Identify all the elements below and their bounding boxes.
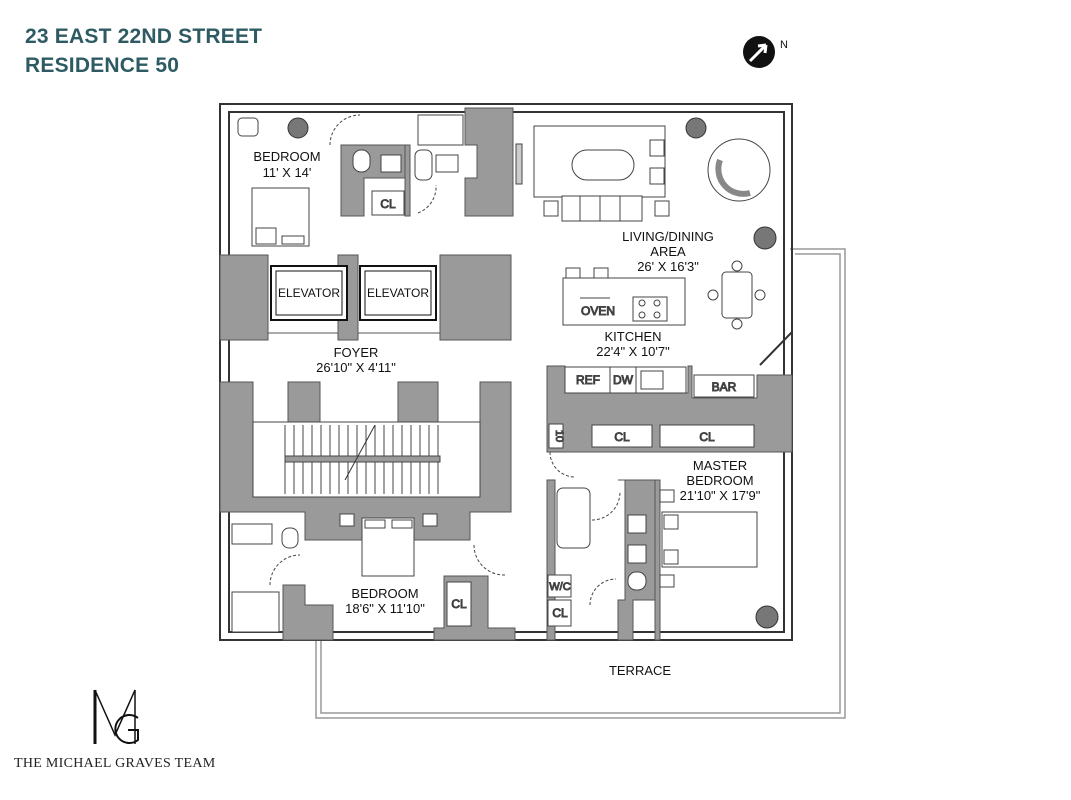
closet-bath-label: CL: [552, 606, 568, 620]
oven-label: OVEN: [581, 304, 615, 318]
living-name-1: LIVING/DINING: [622, 229, 714, 244]
bedroom-s-name: BEDROOM: [351, 586, 418, 601]
kitchen-name: KITCHEN: [604, 329, 661, 344]
brand-name: THE MICHAEL GRAVES TEAM: [14, 756, 216, 771]
bedroom-s-dims: 18'6" X 11'10": [345, 601, 425, 616]
closet-bedroom-s-label: CL: [451, 597, 467, 611]
bath-nw-fixtures: CL: [352, 114, 464, 216]
kitchen-island: OVEN: [562, 267, 686, 326]
living-name-2: AREA: [650, 244, 686, 259]
closet-master-1-label: CL: [614, 430, 630, 444]
terrace-name: TERRACE: [609, 663, 671, 678]
living-dims: 26' X 16'3": [637, 259, 699, 274]
master-bed: [659, 489, 758, 588]
kitchen-counter: REF DW BAR: [564, 366, 755, 398]
terrace-outline: [315, 248, 846, 719]
compass-north-icon: N: [743, 36, 788, 68]
master-closets: CL CL 10: [548, 423, 755, 449]
master-bath-fixtures: W/C CL: [547, 487, 647, 627]
elevator-2: ELEVATOR: [359, 265, 437, 321]
ref-label: REF: [576, 373, 600, 387]
kitchen-dims: 22'4" X 10'7": [596, 344, 670, 359]
bedroom-s-furniture: CL: [231, 451, 576, 633]
foyer-dims: 26'10" X 4'11": [316, 360, 396, 375]
residence-title: RESIDENCE 50: [25, 54, 180, 77]
living-furniture: [515, 125, 771, 330]
closet-master-2-label: CL: [699, 430, 715, 444]
michael-graves-logo: [93, 689, 139, 744]
ten-label: 10: [553, 430, 565, 442]
wic-label: W/C: [549, 581, 570, 593]
bedroom-nw-name: BEDROOM: [253, 149, 320, 164]
foyer-name: FOYER: [334, 345, 379, 360]
bar-label: BAR: [712, 380, 737, 394]
master-dims: 21'10" X 17'9": [680, 488, 761, 503]
master-name-1: MASTER: [693, 458, 747, 473]
bedroom-nw-furniture: [237, 114, 437, 247]
dw-label: DW: [613, 373, 634, 387]
staircase: [252, 421, 481, 498]
compass-label: N: [780, 39, 788, 51]
master-name-2: BEDROOM: [686, 473, 753, 488]
closet-nw-label: CL: [380, 197, 396, 211]
bedroom-nw-dims: 11' X 14': [263, 165, 312, 180]
elevator-1: ELEVATOR: [270, 265, 348, 321]
elevator-2-label: ELEVATOR: [367, 286, 429, 300]
column-markers: [287, 117, 779, 629]
room-labels: BEDROOM 11' X 14' LIVING/DINING AREA 26'…: [253, 149, 760, 678]
elevator-1-label: ELEVATOR: [278, 286, 340, 300]
address-title: 23 EAST 22ND STREET: [25, 25, 263, 48]
